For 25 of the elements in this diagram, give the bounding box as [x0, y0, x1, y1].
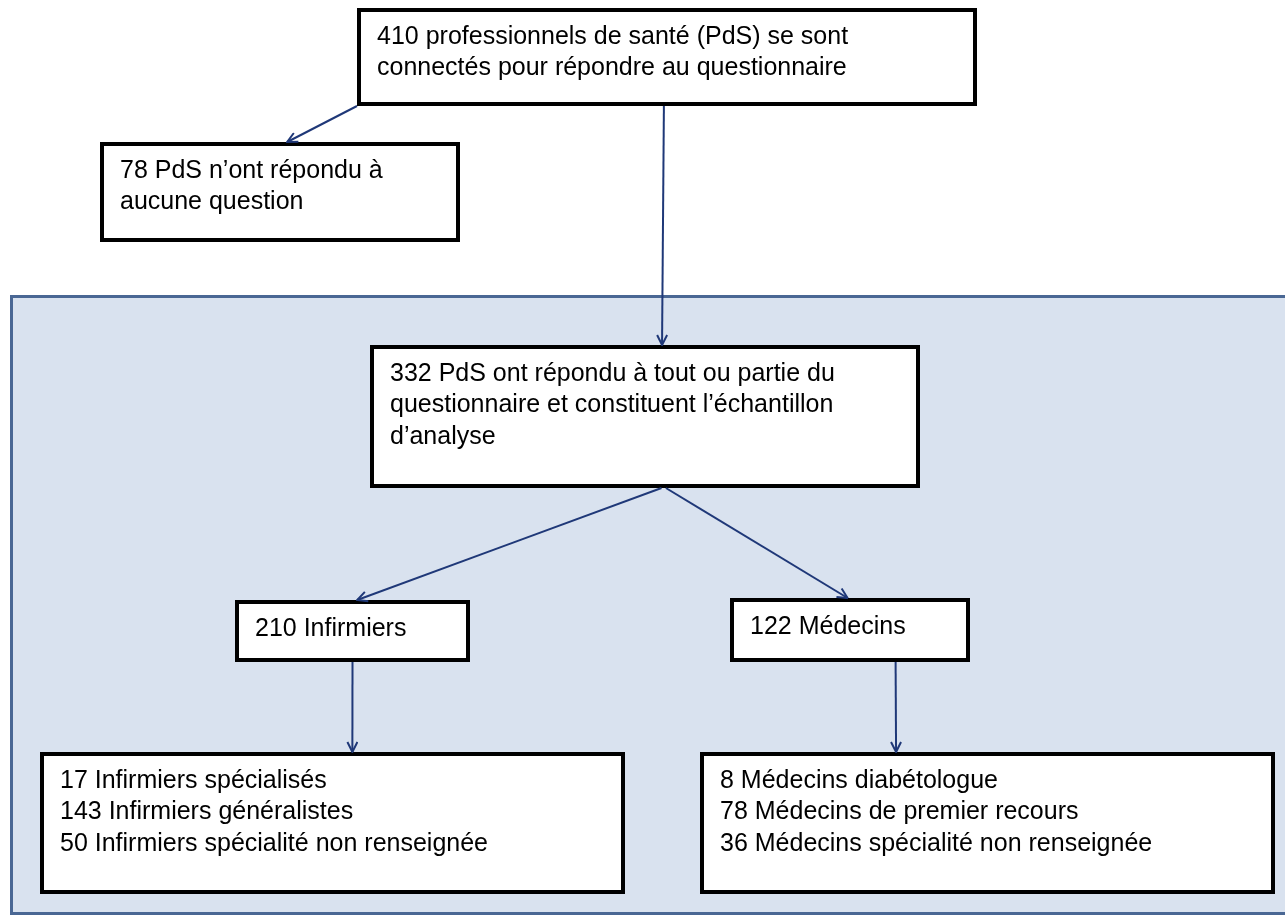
process-box [100, 142, 460, 242]
box-text: 78 PdS n’ont répondu à aucune question [120, 154, 384, 217]
process-box [235, 600, 470, 662]
process-box [357, 8, 977, 106]
process-box [40, 752, 625, 894]
background-panel [10, 295, 1285, 915]
box-text: 17 Infirmiers spécialisés [60, 764, 328, 795]
process-box [730, 598, 970, 662]
arrow [356, 487, 663, 603]
box-text: 410 professionnels de santé (PdS) se sont connectés pour répondre au questionnaire [377, 20, 850, 83]
arrow [656, 105, 669, 346]
arrow [664, 487, 849, 599]
box-text: 122 Médecins [750, 610, 907, 641]
arrow [346, 661, 359, 753]
box-text: 50 Infirmiers spécialité non renseignée [60, 826, 489, 858]
arrow [286, 105, 358, 143]
box-text: 332 PdS ont répondu à tout ou partie du questionnaire et constituent l’échantillon d’analyse [390, 357, 836, 451]
box-text: 143 Infirmiers généralistes [60, 795, 355, 827]
box-text: 78 Médecins de premier recours [720, 795, 1080, 827]
arrow [890, 661, 902, 753]
box-text: 36 Médecins spécialité non renseignée [720, 826, 1154, 858]
process-box [370, 345, 920, 488]
box-text: 210 Infirmiers [255, 612, 408, 643]
box-text: 8 Médecins diabétologue [720, 764, 999, 795]
process-box [700, 752, 1275, 894]
